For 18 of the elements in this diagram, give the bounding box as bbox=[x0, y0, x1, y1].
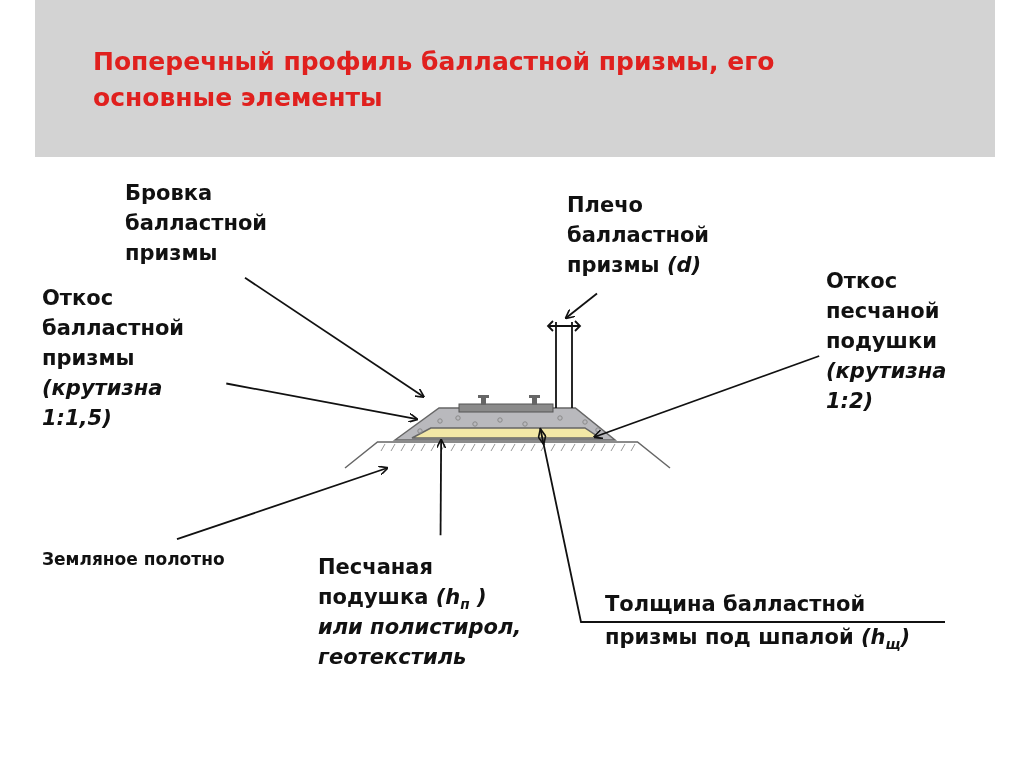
callout-text: (крутизна 1:2) bbox=[826, 358, 948, 415]
callout-text: Толщина балластной призмы под шпалой (h$_{щ}$) bbox=[605, 591, 912, 654]
callout-text: (крутизна 1:1,5) bbox=[42, 375, 164, 432]
callout-text: Песчаная подушка (h$_{п}$ ) или полистирол, геотекстиль bbox=[318, 554, 523, 671]
callout-text: Плечо балластной призмы (d) bbox=[567, 192, 711, 279]
leader-line bbox=[592, 355, 821, 440]
callout-text: Откос балластной призмы bbox=[42, 285, 186, 372]
callout-text: Земляное полотно bbox=[42, 548, 226, 570]
callout-text: Откос песчаной подушки bbox=[826, 268, 941, 355]
title: Поперечный профиль балластной призмы, его основные элементы bbox=[93, 46, 776, 114]
leader-line bbox=[564, 292, 598, 320]
subgrade-drawing bbox=[344, 441, 671, 469]
callout-text: Бровка балластной призмы bbox=[125, 180, 269, 267]
leader-line bbox=[225, 382, 419, 423]
leader-line bbox=[244, 276, 426, 399]
leader-line bbox=[435, 438, 447, 537]
leader-line bbox=[176, 465, 389, 541]
leader-line bbox=[537, 426, 946, 623]
